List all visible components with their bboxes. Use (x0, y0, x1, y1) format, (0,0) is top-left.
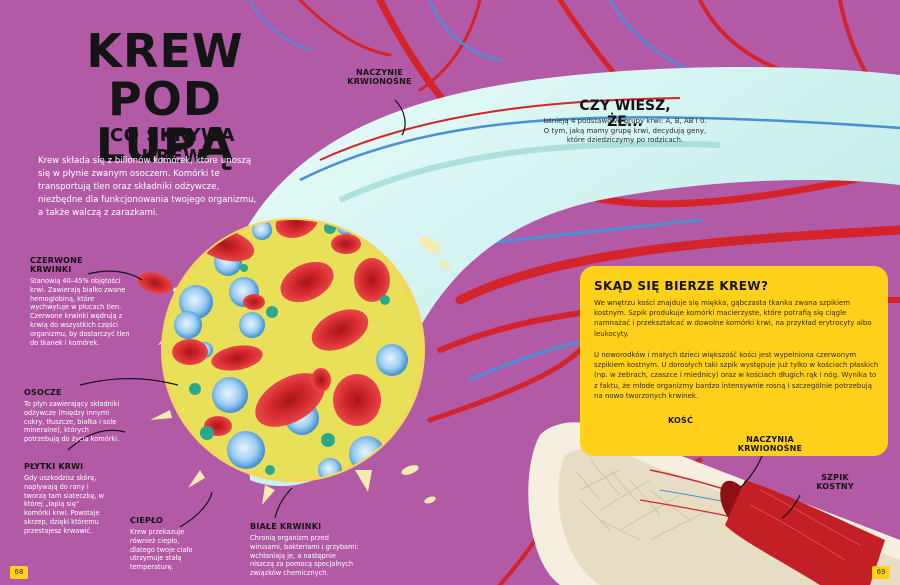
info-box (580, 266, 888, 456)
page-title: KREW POD LUPĄ (70, 28, 260, 168)
blood-vessel-tube (235, 67, 900, 487)
magnified-blood-view (161, 218, 425, 482)
label-heat: CIEPŁO (130, 516, 164, 525)
desc-red-cells: Stanowią 40–45% objętości krwi. Zawieraj… (30, 277, 130, 347)
desc-white-cells: Chronią organizm przed wirusami, bakteri… (250, 534, 359, 578)
label-red-cells: CZERWONE KRWINKI (30, 256, 83, 274)
did-you-know-title: CZY WIESZ, ŻE... (579, 98, 671, 130)
title-line-2: POD LUPĄ (95, 72, 235, 172)
info-box-paragraph-2: U noworodków i małych dzieci większość k… (594, 351, 879, 400)
desc-heat: Krew przekazuje również ciepło, dlatego … (130, 528, 193, 572)
pointer-lines (67, 99, 801, 528)
desc-plasma: To płyn zawierający składniki odżywcze (… (24, 400, 120, 444)
red-cell-callout (137, 272, 173, 294)
info-box-paragraph-1: We wnętrzu kości znajduje się miękka, gą… (594, 299, 872, 338)
intro-text: Krew składa się z bilionów komórek, któr… (38, 156, 257, 218)
title-line-1: KREW (86, 24, 244, 78)
bone-illustration (528, 422, 900, 585)
did-you-know-text: Istnieją 4 podstawowe grupy krwi: A, B, … (543, 117, 707, 145)
page-subtitle: CO SKRYWA KREW (109, 125, 236, 167)
label-vessel: NACZYNIE KRWIONOŚNE (347, 68, 412, 86)
desc-platelets: Gdy uszkodzisz skórę, napływają do rany … (24, 474, 104, 535)
page-number-right: 69 (872, 566, 890, 579)
label-plasma: OSOCZE (24, 388, 62, 397)
label-bone-vessels: NACZYNIA KRWIONOŚNE (737, 435, 803, 453)
page-number-left: 68 (10, 566, 28, 579)
label-bone: KOŚĆ (668, 416, 694, 425)
label-platelets: PŁYTKI KRWI (24, 462, 84, 471)
label-white-cells: BIAŁE KRWINKI (250, 522, 322, 531)
info-box-title: SKĄD SIĘ BIERZE KREW? (594, 279, 769, 293)
label-marrow: SZPIK KOSTNY (816, 473, 854, 491)
